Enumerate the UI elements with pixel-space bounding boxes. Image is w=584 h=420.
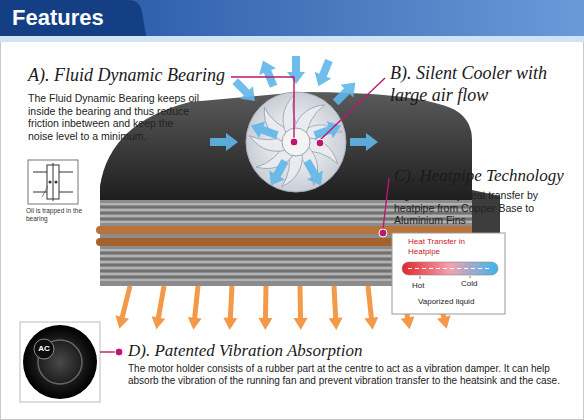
header-bar bbox=[0, 0, 146, 36]
logo-text: AC bbox=[34, 344, 54, 354]
bearing-inset bbox=[28, 160, 78, 204]
heatpipe-inset bbox=[392, 233, 505, 314]
exhaust-arrows bbox=[149, 285, 170, 331]
heatpipe-inset bbox=[420, 276, 421, 279]
bearing-inset bbox=[49, 181, 52, 184]
pipe-label: Hot bbox=[412, 281, 424, 290]
airflow-arrows bbox=[210, 133, 238, 151]
callout-dots bbox=[115, 138, 387, 356]
heatpipe-inset bbox=[470, 276, 471, 278]
airflow-arrows bbox=[229, 75, 262, 108]
exhaust-arrows bbox=[293, 286, 308, 330]
bearing-inset bbox=[55, 181, 58, 184]
feature-heading: D). Patented Vibration Absorption bbox=[128, 340, 363, 361]
header-bar bbox=[0, 0, 584, 42]
feature-body: High efficiency heat transfer by heatpip… bbox=[394, 189, 576, 227]
callout-dots bbox=[290, 138, 298, 146]
airflow-arrows bbox=[255, 57, 282, 90]
pipe-label: Cold bbox=[461, 279, 477, 288]
header-bar bbox=[0, 36, 584, 42]
pipe-label: Vaporized liquid bbox=[418, 297, 474, 306]
heatpipe-inset bbox=[408, 268, 492, 269]
heatpipe-inset bbox=[392, 233, 505, 314]
feature-heading: A). Fluid Dynamic Bearing bbox=[28, 64, 225, 86]
exhaust-arrows bbox=[223, 286, 239, 331]
header-bar bbox=[0, 0, 584, 36]
page-title: Features bbox=[12, 5, 104, 31]
airflow-arrows bbox=[210, 56, 378, 190]
fan-hub-photo bbox=[20, 322, 100, 402]
leader-line bbox=[320, 78, 385, 140]
feature-heading: B). Silent Cooler with large air flow bbox=[390, 62, 575, 106]
fan-hub-photo bbox=[20, 322, 100, 402]
leader-line bbox=[100, 351, 116, 352]
airflow-arrows bbox=[263, 157, 293, 190]
inset-title: Heat Transfer in Heatpipe bbox=[408, 237, 474, 256]
bearing-inset bbox=[33, 172, 73, 192]
fan bbox=[246, 92, 346, 192]
fan bbox=[246, 92, 346, 192]
heatpipe-inset bbox=[402, 262, 498, 275]
exhaust-arrows bbox=[258, 286, 273, 330]
bearing-inset bbox=[28, 160, 78, 204]
airflow-arrows bbox=[310, 57, 337, 90]
exhaust-arrows bbox=[186, 285, 205, 330]
callout-dots bbox=[316, 139, 324, 147]
bearing-inset bbox=[53, 163, 54, 201]
feature-body: The Fluid Dynamic Bearing keeps oil insi… bbox=[28, 92, 200, 142]
exhaust-arrows bbox=[113, 284, 137, 330]
fan-hub-photo bbox=[23, 325, 97, 399]
fan-hub-photo bbox=[34, 339, 54, 359]
feature-body: The motor holder consists of a rubber pa… bbox=[128, 363, 576, 387]
leader-line bbox=[383, 178, 389, 229]
airflow-arrows bbox=[299, 157, 329, 190]
leader-line bbox=[231, 77, 294, 138]
exhaust-arrows bbox=[361, 285, 380, 330]
exhaust-arrows bbox=[327, 286, 343, 331]
inset-caption: Oil is trapped in the bearing bbox=[26, 207, 92, 222]
airflow-arrows bbox=[287, 56, 305, 84]
airflow-arrows bbox=[248, 117, 280, 143]
fan bbox=[282, 128, 310, 156]
callout-dots bbox=[115, 348, 123, 356]
bearing-inset bbox=[42, 186, 48, 197]
airflow-arrows bbox=[350, 133, 378, 151]
callout-dots bbox=[379, 229, 387, 237]
feature-heading: C). Heatpipe Technology bbox=[394, 165, 564, 186]
